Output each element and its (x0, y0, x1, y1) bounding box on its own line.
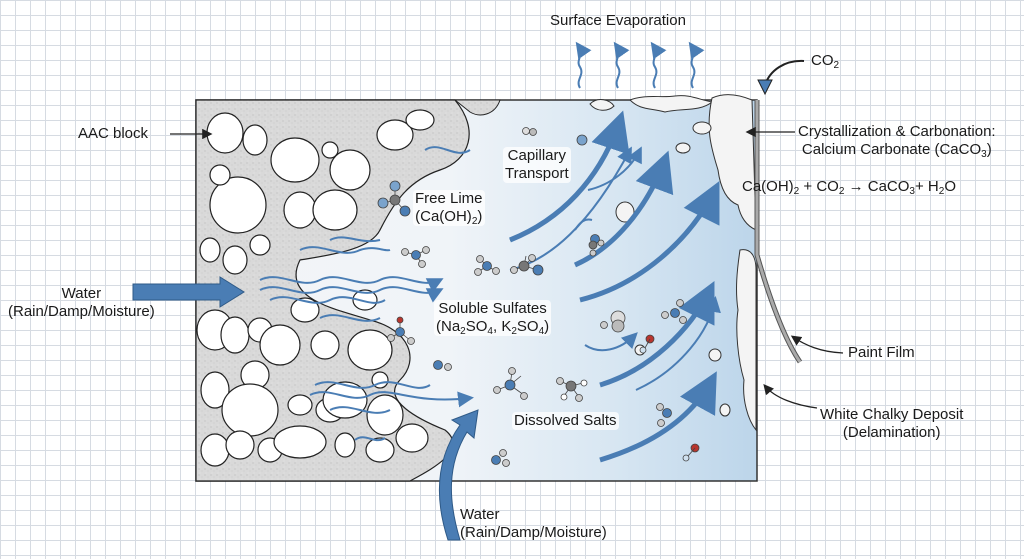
eq-term-3: → CaCO (844, 178, 910, 195)
water-inflow-arrow-left (132, 276, 245, 308)
sulfates-so4-1: SO (465, 318, 488, 335)
eq-sub-1: 2 (793, 186, 800, 197)
free-lime-close: ) (477, 208, 483, 225)
eq-term-4: + H (914, 178, 939, 195)
crystallization-line2: Calcium Carbonate (CaCO3) (798, 141, 996, 160)
label-water-left: Water (Rain/Damp/Moisture) (8, 285, 155, 321)
free-lime-sub: 2 (471, 216, 478, 227)
label-soluble-sulfates: Soluble Sulfates (Na2SO4, K2SO4) (434, 300, 552, 337)
molecules (377, 127, 700, 467)
soluble-sulfates-formula: (Na2SO4, K2SO4) (436, 318, 550, 337)
molecule-free-lime (377, 180, 411, 217)
sulfates-na: (Na (436, 318, 461, 335)
co2-text: CO (811, 52, 834, 69)
soluble-sulfates-line1: Soluble Sulfates (438, 300, 547, 317)
white-deposit-line2: (Delamination) (842, 424, 941, 441)
sulfates-sub3: 2 (511, 326, 517, 337)
label-free-lime: Free Lime (Ca(OH)2) (413, 190, 485, 227)
sulfates-sub1: 2 (460, 326, 466, 337)
eq-sub-2: 2 (838, 186, 845, 197)
label-water-bottom: Water (Rain/Damp/Moisture) (460, 506, 607, 542)
crystallization-line2-close: ) (986, 141, 992, 158)
capillary-line2: Transport (505, 165, 569, 182)
water-left-line2: (Rain/Damp/Moisture) (8, 303, 155, 320)
eq-term-1: Ca(OH) (742, 178, 794, 195)
free-lime-line2: (Ca(OH)2) (415, 208, 483, 227)
water-inflow-arrow-bottom (438, 409, 479, 541)
evaporation-arrows (575, 41, 705, 89)
label-aac-block: AAC block (78, 125, 149, 142)
water-wave-lines (259, 146, 474, 442)
capillary-line1: Capillary (507, 147, 566, 164)
carbonation-equation: Ca(OH)2 + CO2 → CaCO3+ H2O (742, 178, 956, 197)
crystallization-line2-sub: 3 (981, 149, 987, 160)
label-co2: CO2 (811, 52, 840, 71)
water-left-line1: Water (61, 285, 102, 302)
eq-sub-4: 2 (938, 186, 945, 197)
free-lime-formula: (Ca(OH) (415, 208, 472, 225)
white-deposit-line1: White Chalky Deposit (820, 406, 964, 423)
label-dissolved-salts: Dissolved Salts (512, 412, 619, 430)
sulfates-so4-2: SO (516, 318, 539, 335)
water-bottom-line1: Water (460, 506, 500, 523)
label-capillary-transport: Capillary Transport (503, 147, 571, 183)
label-paint-film: Paint Film (848, 344, 915, 361)
sulfates-close: ) (544, 318, 550, 335)
crystallization-line1: Crystallization & Carbonation: (798, 123, 996, 140)
label-crystallization: Crystallization & Carbonation: Calcium C… (798, 123, 996, 160)
free-lime-line1: Free Lime (415, 190, 483, 207)
aac-pores (196, 109, 435, 467)
sulfates-k: , K (492, 318, 512, 335)
sulfates-sub2: 4 (487, 326, 493, 337)
eq-term-2: + CO (799, 178, 839, 195)
eq-sub-3: 3 (909, 186, 915, 197)
label-surface-evaporation: Surface Evaporation (550, 12, 686, 29)
sulfates-sub4: 4 (538, 326, 545, 337)
leader-lines (170, 126, 844, 409)
co2-subscript: 2 (833, 60, 840, 71)
label-white-chalky-deposit: White Chalky Deposit (Delamination) (820, 406, 963, 442)
water-bottom-line2: (Rain/Damp/Moisture) (460, 524, 607, 541)
crystallization-line2-text: Calcium Carbonate (CaCO (801, 141, 982, 158)
eq-term-5: O (944, 178, 956, 195)
capillary-transport-arrows (509, 110, 721, 463)
